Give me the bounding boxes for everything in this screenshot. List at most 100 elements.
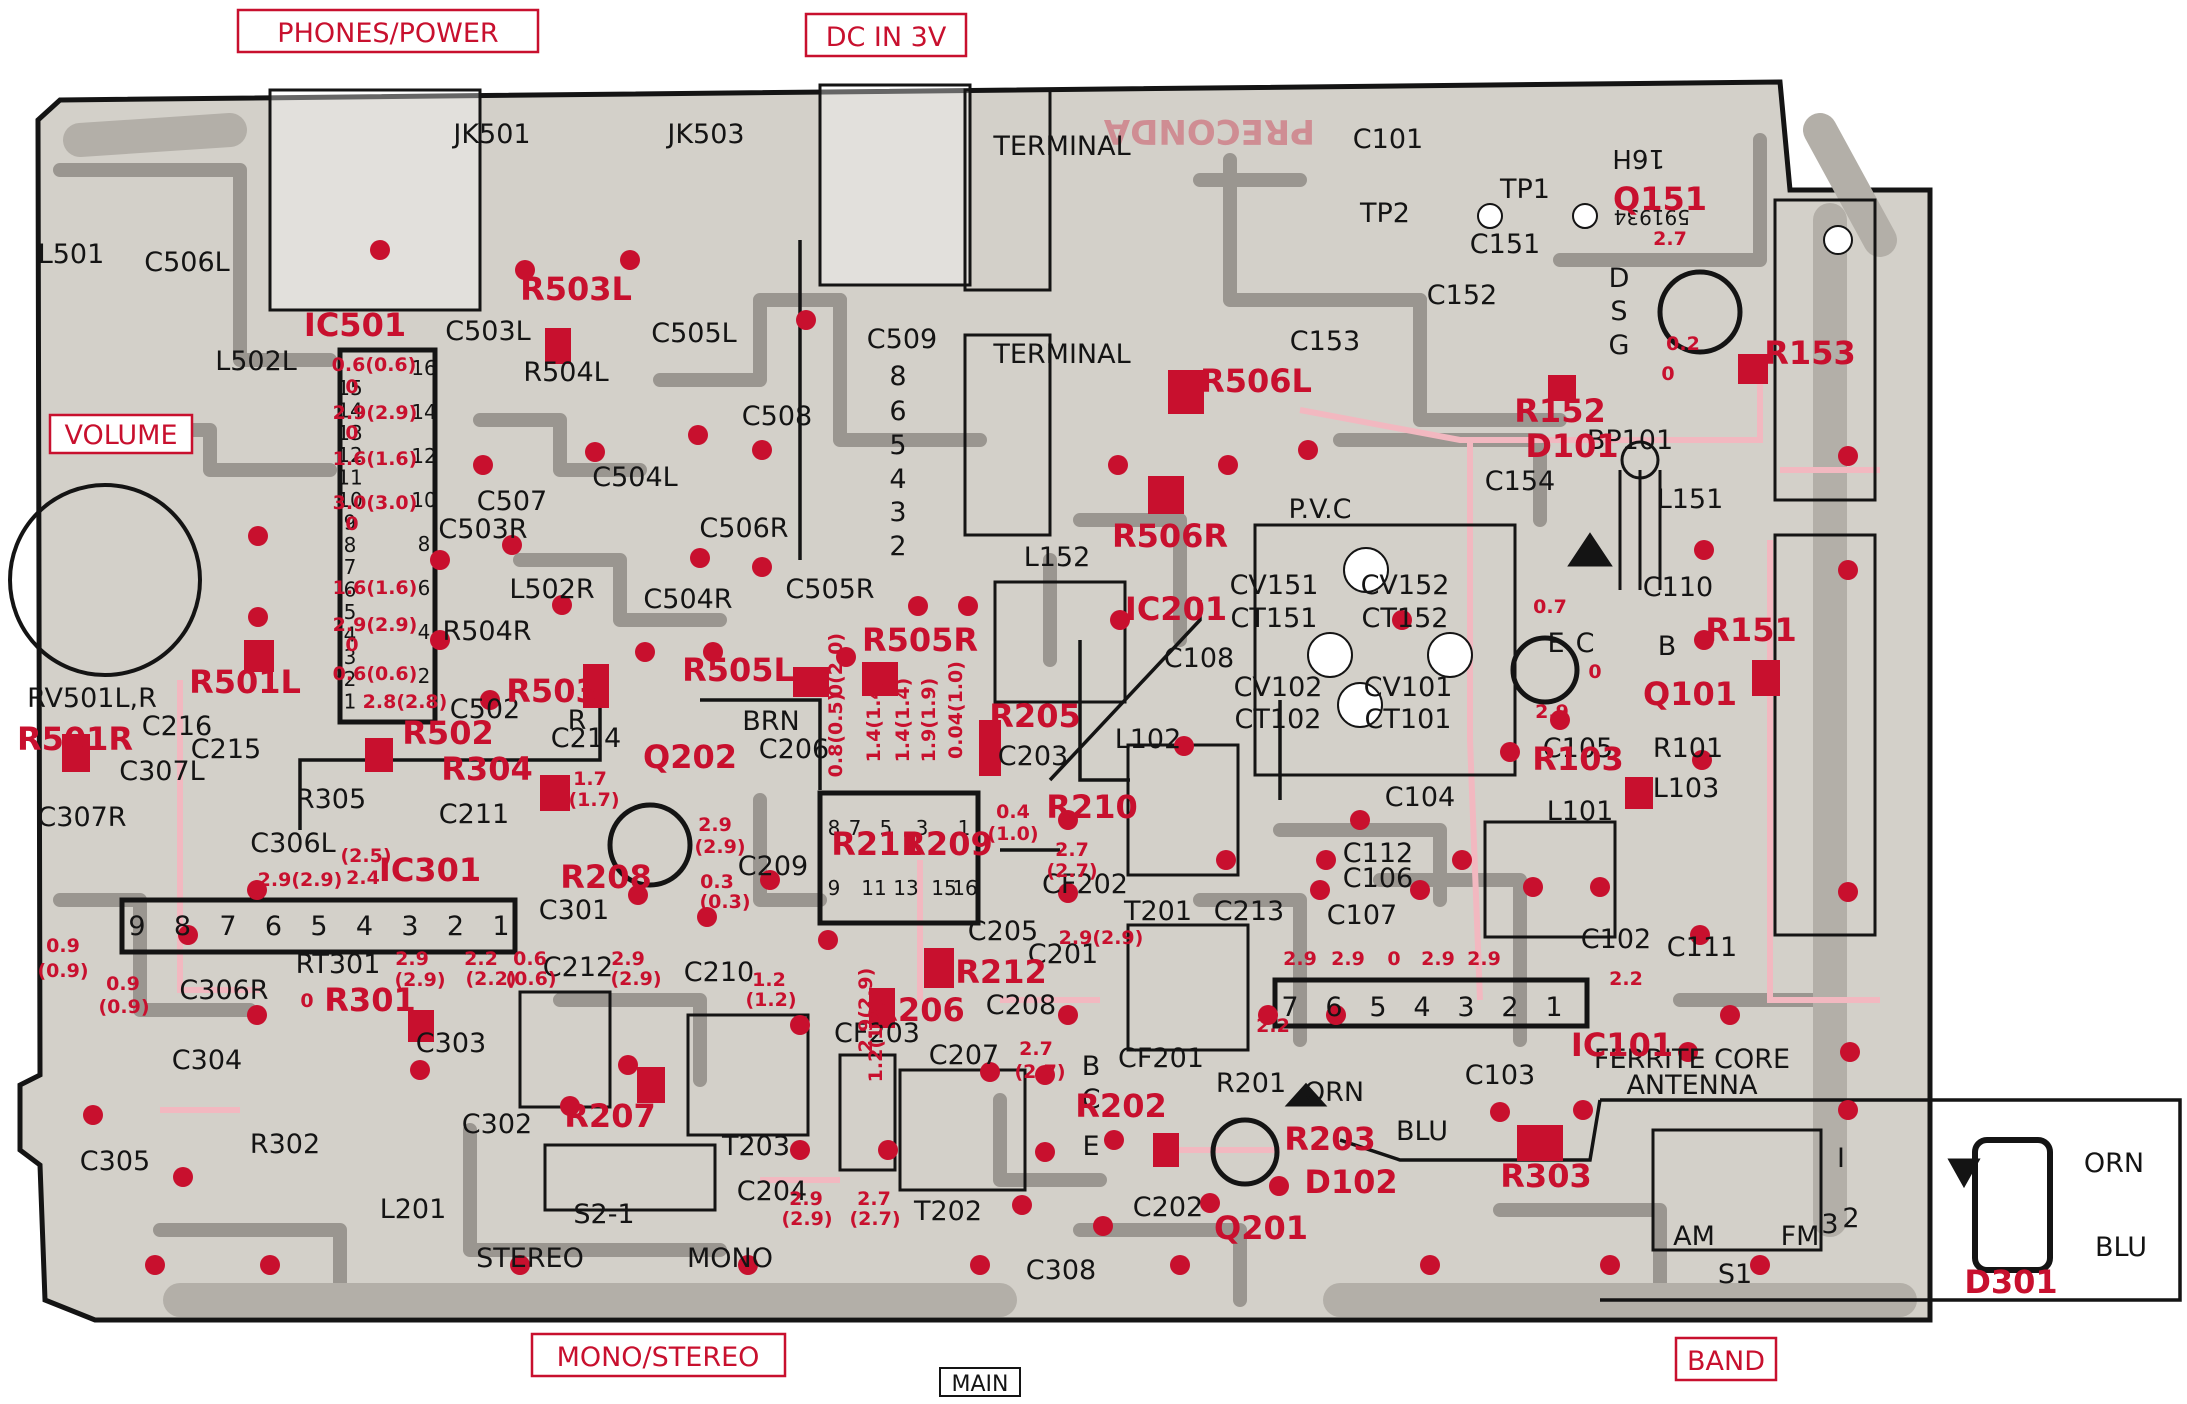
board-outline <box>17 79 1933 1323</box>
component-label: C107 <box>1327 900 1397 931</box>
pads <box>83 240 1860 1275</box>
component-label: C504R <box>643 584 732 615</box>
component-label: C154 <box>1485 466 1555 497</box>
voltage-label: 0.2 <box>1666 333 1700 355</box>
ic-pin-number: 6 <box>1325 992 1342 1023</box>
voltage-label: 2.9(2.9) <box>258 869 343 891</box>
component-label: L103 <box>1653 773 1720 804</box>
component-label: CT151 <box>1231 603 1318 634</box>
svg-text:MAIN: MAIN <box>952 1372 1009 1397</box>
component-label: C110 <box>1643 572 1713 603</box>
component-label: G <box>1609 330 1630 361</box>
component-label: C207 <box>929 1040 999 1071</box>
ic-pin-number: 3 <box>916 816 929 840</box>
voltage-label: (2.7) <box>849 1208 900 1230</box>
red-reference-label: R506R <box>1112 517 1228 555</box>
component-label: L502R <box>509 574 594 605</box>
ic-pin-number: 16 <box>952 876 977 900</box>
component-label: CT101 <box>1365 704 1452 735</box>
ic-pin-number: 3 <box>401 911 418 942</box>
voltage-label: 2.9 <box>789 1188 823 1210</box>
red-reference-label: R502 <box>402 714 493 752</box>
voltage-label: 2.7 <box>1019 1038 1053 1060</box>
ic-pin-number: 5 <box>880 816 893 840</box>
component-label: TP1 <box>1499 174 1550 205</box>
ic-pin-number: 3 <box>1457 992 1474 1023</box>
component-label: C306L <box>250 828 335 859</box>
component-label: CV102 <box>1234 672 1323 703</box>
component-label: C111 <box>1667 932 1737 963</box>
copper-traces <box>53 133 1827 1307</box>
voltage-label: 2.9 <box>1421 948 1455 970</box>
ic-pin-number: 5 <box>344 600 357 624</box>
vertical-voltage-labels: 0.8(0.5)0(2.0)1.4(1.4)1.4(1.4)1.9(1.9)0.… <box>825 633 967 1082</box>
voltage-label: 0 <box>1661 363 1674 385</box>
red-reference-label: R505L <box>682 651 794 689</box>
component-label: 3 <box>889 497 906 528</box>
voltage-label-vertical: 1.9(1.9) <box>918 678 940 763</box>
voltage-label: (2.2) <box>465 968 516 990</box>
component-label: I <box>1837 1143 1845 1174</box>
component-label: C307R <box>37 802 126 833</box>
voltage-label: 0 <box>1387 948 1400 970</box>
voltage-label: 2.2 <box>1256 1015 1290 1037</box>
component-label: L102 <box>1115 724 1182 755</box>
component-label: TP2 <box>1359 198 1410 229</box>
voltage-label: 2.2 <box>464 948 498 970</box>
voltage-label: 0.6 <box>513 948 547 970</box>
ic-pin-number: 11 <box>337 466 362 490</box>
ic-pin-number: 1 <box>344 690 357 714</box>
ic-pin-number: 2 <box>418 664 431 688</box>
component-label: C216 <box>142 711 212 742</box>
voltage-label-vertical: 0.8(0.5) <box>825 693 847 778</box>
voltage-label: 2.7 <box>1055 839 1089 861</box>
component-label: C502 <box>450 694 520 725</box>
ic-pin-number: 9 <box>128 911 145 942</box>
component-label: BLU <box>1396 1116 1448 1147</box>
voltage-label: (2.9) <box>394 969 445 991</box>
voltage-label: (1.0) <box>987 823 1038 845</box>
component-label: C205 <box>968 916 1038 947</box>
red-reference-label: IC201 <box>1125 590 1227 628</box>
red-reference-label: Q101 <box>1643 675 1737 713</box>
voltage-label: (1.7) <box>568 789 619 811</box>
component-label: FERRITE CORE <box>1594 1044 1790 1075</box>
ic-pin-number: 13 <box>893 876 918 900</box>
ic-pin-number: 8 <box>418 532 431 556</box>
component-label: C206 <box>759 734 829 765</box>
callout-dc-in: DC IN 3V <box>804 12 968 58</box>
voltage-label: 0 <box>345 376 358 398</box>
component-label: R201 <box>1216 1068 1286 1099</box>
svg-text:PHONES/POWER: PHONES/POWER <box>277 18 498 49</box>
voltage-label: (0.9) <box>37 960 88 982</box>
ic-pin-number: 2 <box>1501 992 1518 1023</box>
ic-pin-number: 4 <box>356 911 373 942</box>
wire-lines <box>298 240 2182 1302</box>
component-label: C215 <box>191 734 261 765</box>
component-label: R <box>568 705 587 736</box>
red-reference-label: R210 <box>1046 788 1137 826</box>
component-label: 2 <box>889 531 906 562</box>
red-reference-label: R503L <box>520 270 632 308</box>
component-label: C503L <box>445 316 530 347</box>
ic-pin-number: 15 <box>337 376 362 400</box>
voltage-label-vertical: 2.9(2.9) <box>855 968 877 1053</box>
svg-text:BAND: BAND <box>1687 1346 1765 1377</box>
component-label: L201 <box>380 1194 447 1225</box>
ic-pin-number: 11 <box>861 876 886 900</box>
voltage-label: 0.4 <box>996 801 1030 823</box>
component-label: C214 <box>551 723 621 754</box>
component-label: C503R <box>438 514 527 545</box>
ic-pin-number: 4 <box>1413 992 1430 1023</box>
ic-pin-number: 4 <box>418 620 431 644</box>
component-label: 2 <box>1842 1203 1859 1234</box>
voltage-label: 0.7 <box>1533 596 1567 618</box>
component-label: C304 <box>172 1045 242 1076</box>
voltage-label: 2.8(2.8) <box>363 691 448 713</box>
component-label: ORN <box>2084 1148 2144 1179</box>
component-label: CV101 <box>1364 672 1453 703</box>
component-label: 5 <box>889 430 906 461</box>
red-reference-label: R207 <box>564 1097 655 1135</box>
